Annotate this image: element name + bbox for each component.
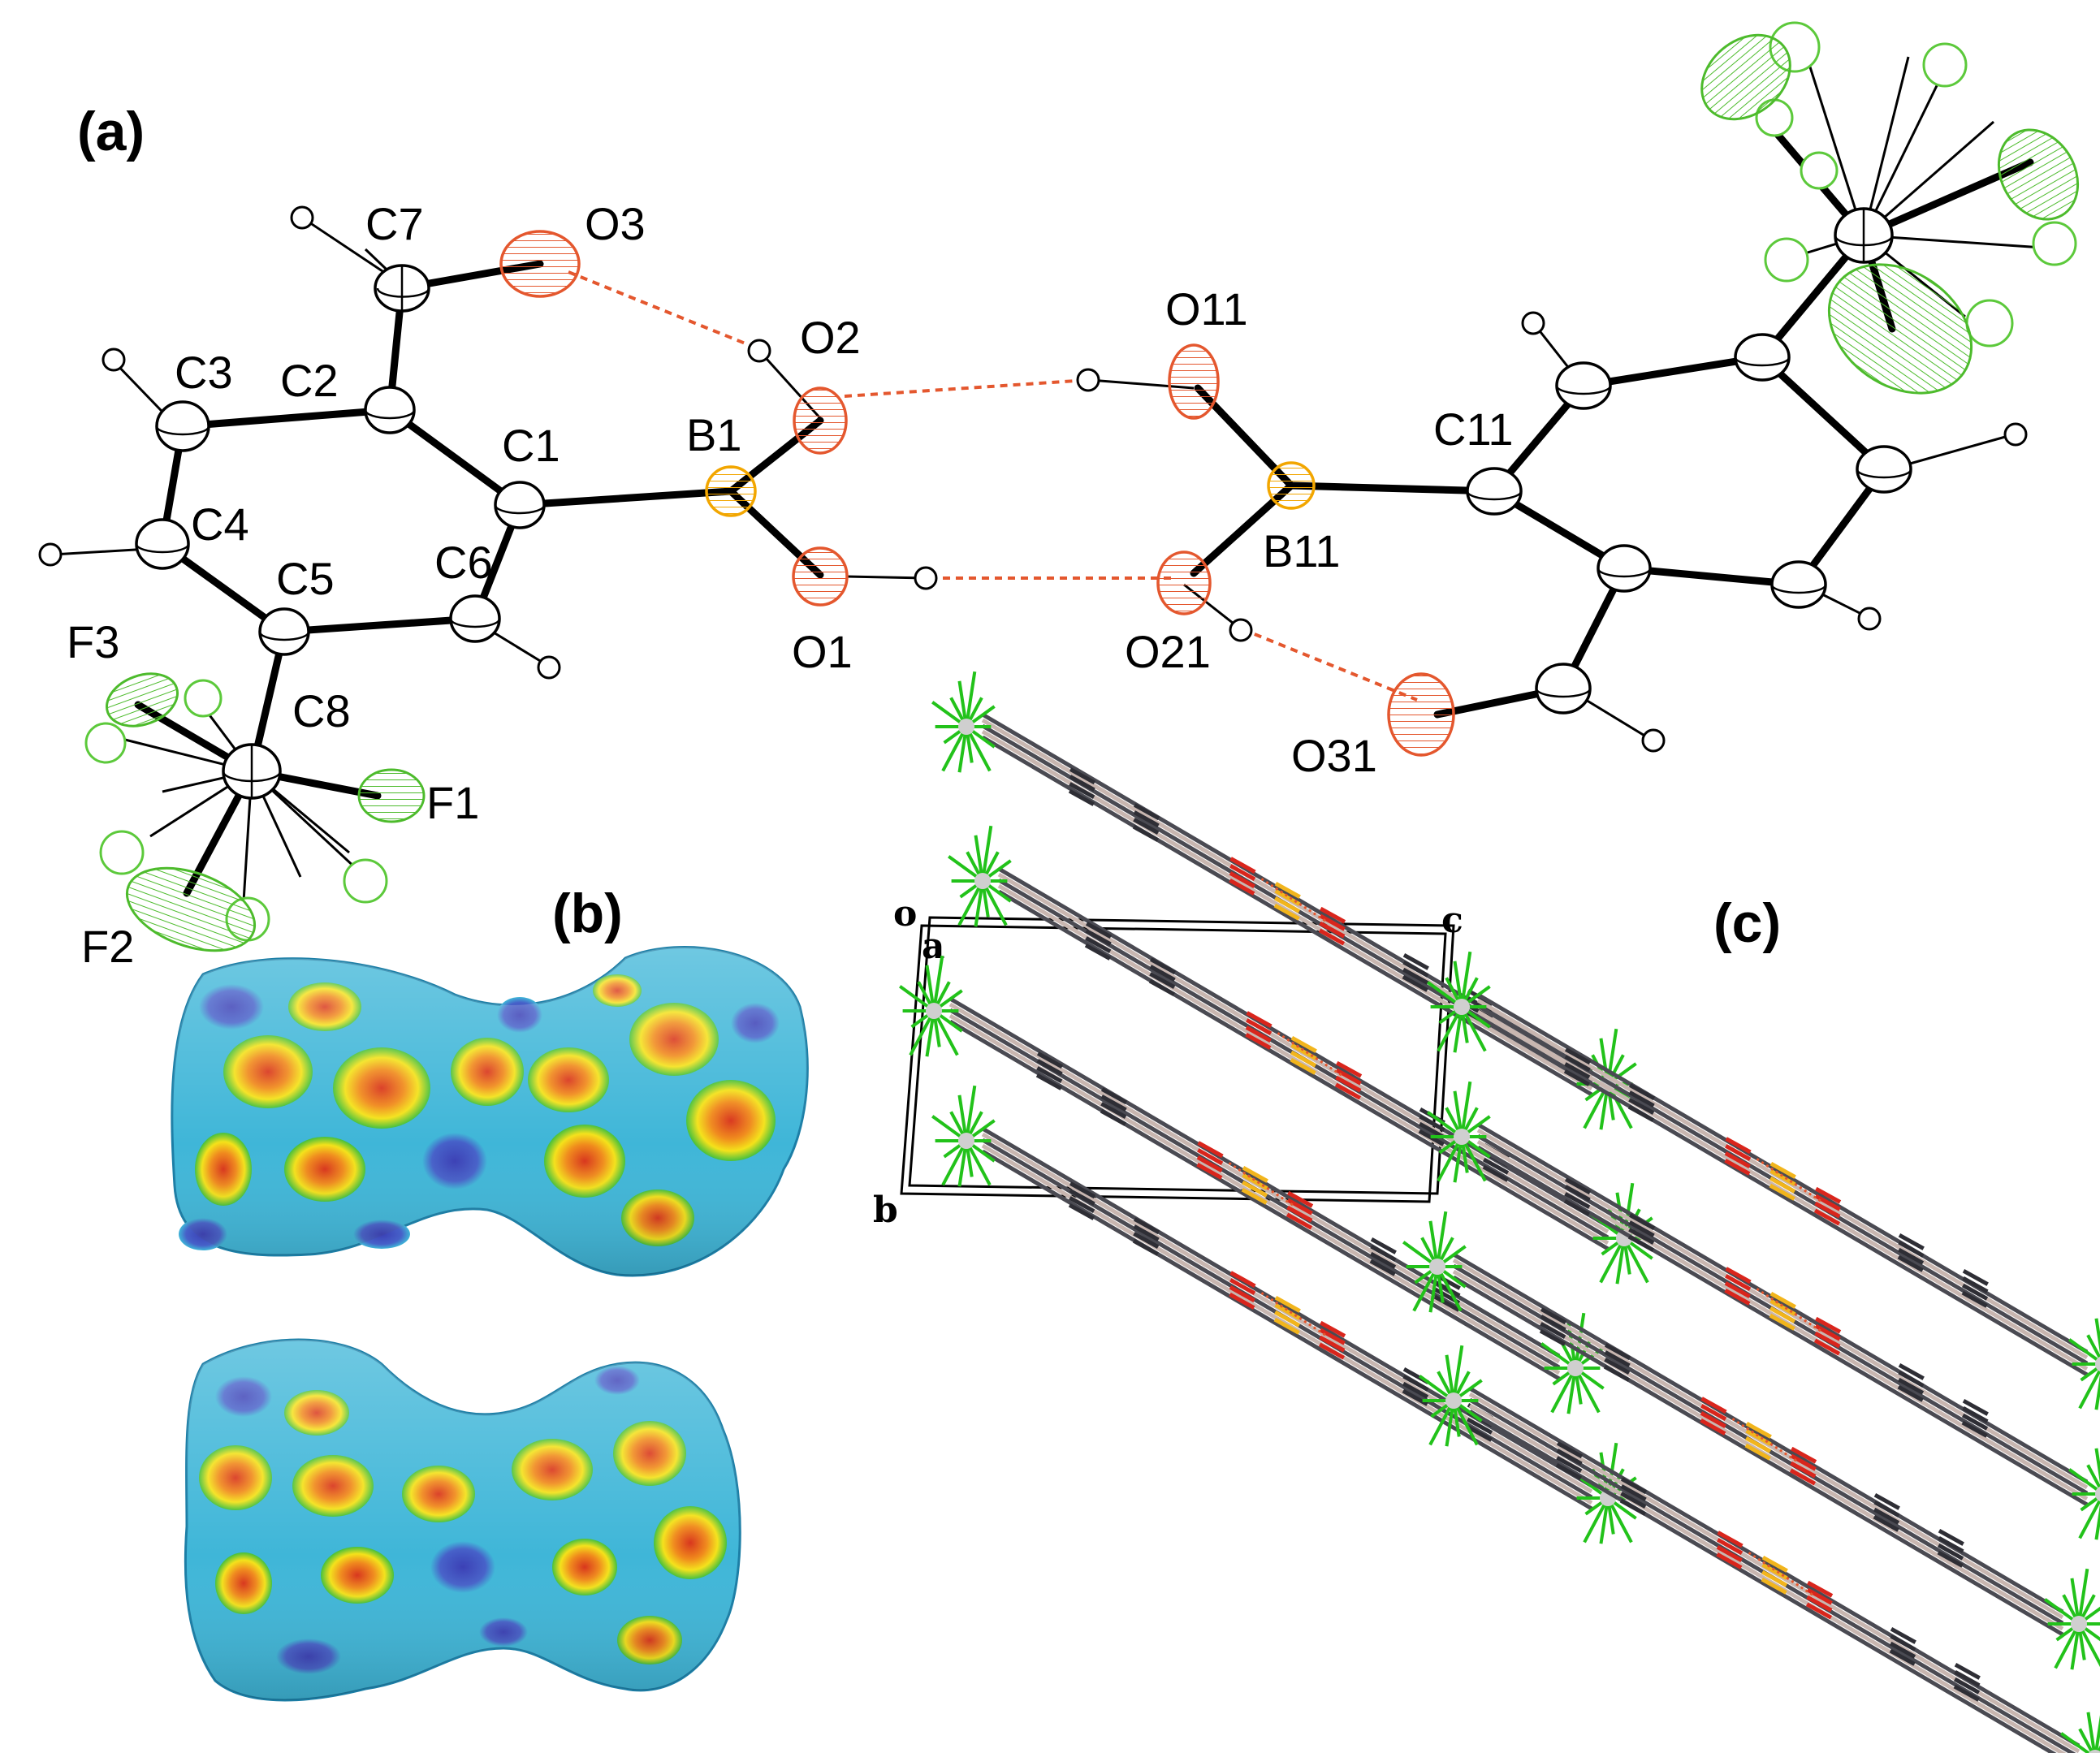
boron-ellipsoids	[705, 461, 1316, 517]
panel-a-ortep: (a) O3 C7 O2 O11 C3 C2 C1 B1 C11 C4 B11 …	[38, 21, 2080, 972]
label-C1: C1	[502, 420, 560, 471]
label-C4: C4	[191, 499, 249, 550]
cf3-burst	[1402, 1211, 1467, 1313]
panel-b-hirshfeld: (b)	[171, 883, 809, 1702]
carbon-octants	[135, 209, 1912, 798]
label-C3: C3	[175, 347, 233, 398]
label-C8: C8	[292, 685, 351, 736]
atom-labels: (a) O3 C7 O2 O11 C3 C2 C1 B1 C11 C4 B11 …	[67, 101, 1514, 972]
oxygen-ellipsoids	[499, 230, 1455, 757]
label-C6: C6	[434, 537, 493, 588]
molecule-chain	[1427, 1081, 2100, 1540]
label-C7: C7	[365, 198, 424, 249]
label-O31: O31	[1291, 730, 1377, 781]
cf3-burst	[2060, 1712, 2100, 1753]
label-F2: F2	[81, 921, 134, 972]
label-C2: C2	[280, 355, 339, 406]
axis-label-c: c	[1441, 900, 1463, 941]
hydrogen-bonds	[568, 270, 1418, 702]
cf3-burst	[2044, 1568, 2100, 1670]
molecule-chain	[931, 1085, 1637, 1544]
molecule-chain	[948, 825, 1653, 1285]
h-bonds-thin	[52, 218, 2015, 742]
panel-label-a: (a)	[77, 101, 145, 162]
cf3-burst	[1427, 951, 1491, 1053]
cf3-burst	[1419, 1345, 1483, 1447]
unit-cell	[900, 916, 1455, 1203]
cf3-burst	[931, 1085, 996, 1187]
label-C5: C5	[276, 553, 335, 604]
cell-axis-labels: o a b c	[873, 893, 1463, 1231]
label-O21: O21	[1125, 626, 1211, 677]
label-B11: B11	[1263, 525, 1340, 576]
axis-label-b: b	[873, 1190, 898, 1231]
label-C11: C11	[1433, 404, 1514, 455]
panel-label-c: (c)	[1713, 892, 1781, 954]
cf3-burst	[899, 955, 963, 1057]
label-F3: F3	[67, 616, 119, 667]
cf3-burst	[931, 671, 996, 773]
label-B1: B1	[686, 409, 742, 460]
molecule-chain	[1419, 1345, 2100, 1753]
label-F1: F1	[426, 777, 479, 828]
cf3-burst	[1427, 1081, 1491, 1183]
axis-label-o: o	[893, 893, 917, 935]
molecular-chains	[899, 671, 2100, 1753]
label-O1: O1	[792, 626, 853, 677]
hydrogen-atoms	[38, 205, 2028, 753]
label-O3: O3	[585, 198, 646, 249]
panel-label-b: (b)	[552, 883, 623, 944]
molecule-chain	[1402, 1211, 2100, 1670]
label-O11: O11	[1165, 283, 1248, 335]
molecule-chain	[1427, 951, 2100, 1410]
cf3-burst	[948, 825, 1012, 927]
hirshfeld-surface-back	[184, 1338, 741, 1702]
hirshfeld-surface-front	[171, 946, 809, 1277]
label-O2: O2	[800, 312, 861, 363]
panel-c-packing: (c) o a b c	[873, 671, 2100, 1753]
fluorine-ellipsoids	[105, 33, 2080, 952]
